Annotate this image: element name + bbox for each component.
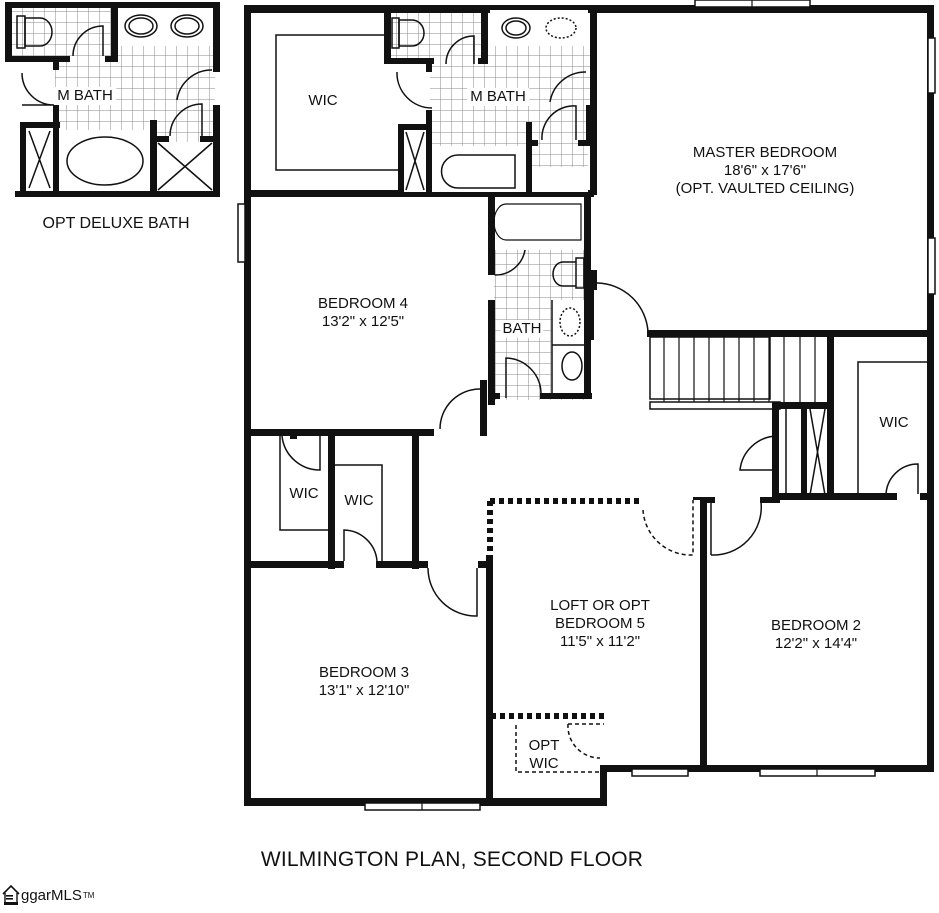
room-opt-wic: OPT WIC bbox=[529, 737, 560, 773]
room-bedroom-3: BEDROOM 3 13'1" x 12'10" bbox=[319, 664, 410, 700]
watermark-trademark: TM bbox=[82, 890, 95, 900]
room-name: BATH bbox=[502, 320, 542, 337]
inset-deluxe-bath bbox=[5, 2, 220, 197]
windows bbox=[237, 0, 936, 811]
room-name: BEDROOM 3 bbox=[318, 664, 410, 681]
room-wic-bedroom-2: WIC bbox=[879, 414, 908, 432]
room-note: (OPT. VAULTED CEILING) bbox=[675, 180, 855, 197]
room-size: 13'1" x 12'10" bbox=[318, 682, 410, 699]
room-name: WIC bbox=[879, 414, 909, 431]
room-loft: LOFT OR OPT BEDROOM 5 11'5" x 11'2" bbox=[550, 597, 650, 651]
room-size: 13'2" x 12'5" bbox=[321, 313, 405, 330]
room-master-bath: M BATH bbox=[467, 88, 529, 106]
room-name: M BATH bbox=[470, 88, 526, 105]
plan-title: WILMINGTON PLAN, SECOND FLOOR bbox=[260, 848, 644, 871]
room-name: BEDROOM 2 bbox=[770, 617, 862, 634]
room-name: WIC bbox=[529, 755, 559, 772]
room-name: BEDROOM 4 bbox=[317, 295, 409, 312]
room-size: 18'6" x 17'6" bbox=[723, 162, 807, 179]
inset-mbath-label: M BATH bbox=[57, 87, 113, 104]
watermark-brand: ggarMLS bbox=[21, 886, 82, 904]
room-name: BEDROOM 5 bbox=[554, 615, 646, 632]
room-wic-master: WIC bbox=[308, 92, 337, 110]
room-name: LOFT OR OPT bbox=[550, 597, 650, 614]
room-wic-bedroom-3: WIC bbox=[344, 492, 373, 510]
inset-caption: OPT DELUXE BATH bbox=[43, 215, 190, 233]
room-name: WIC bbox=[289, 485, 319, 502]
main-plan bbox=[244, 5, 934, 806]
room-size: 11'5" x 11'2" bbox=[559, 633, 641, 650]
room-bath: BATH bbox=[500, 320, 544, 338]
house-icon bbox=[2, 885, 20, 905]
room-name: WIC bbox=[308, 92, 338, 109]
opt-deluxe-bath-caption: OPT DELUXE BATH bbox=[42, 215, 190, 232]
room-bedroom-4: BEDROOM 4 13'2" x 12'5" bbox=[318, 295, 408, 331]
room-wic-bedroom-4: WIC bbox=[289, 485, 318, 503]
room-master-bedroom: MASTER BEDROOM 18'6" x 17'6" (OPT. VAULT… bbox=[676, 144, 855, 198]
room-bedroom-2: BEDROOM 2 12'2" x 14'4" bbox=[771, 617, 861, 653]
room-name: MASTER BEDROOM bbox=[692, 144, 838, 161]
inset-room-label: M BATH bbox=[54, 87, 116, 105]
room-name: WIC bbox=[344, 492, 374, 509]
room-name: OPT bbox=[528, 737, 560, 754]
room-size: 12'2" x 14'4" bbox=[774, 635, 858, 652]
